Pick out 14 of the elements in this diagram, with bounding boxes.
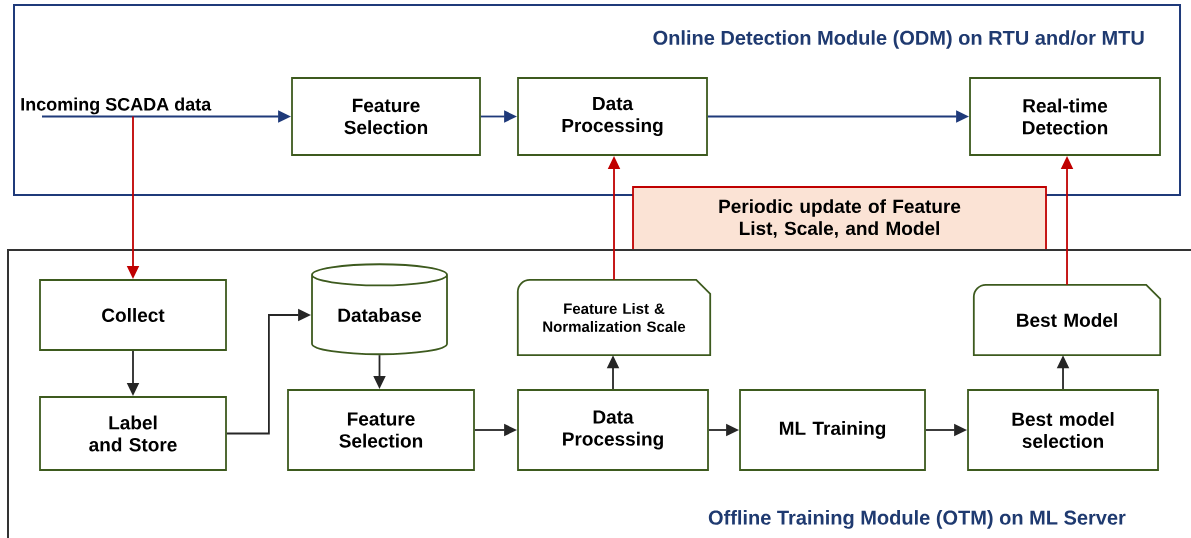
process-box: Collect: [39, 279, 227, 351]
process-box: Data Processing: [517, 389, 709, 471]
input-label: Incoming SCADA data: [21, 97, 212, 115]
process-box: Real-time Detection: [969, 77, 1161, 156]
process-box: Feature Selection: [291, 77, 481, 156]
process-box: ML Training: [739, 389, 926, 471]
database-cylinder: Database: [311, 263, 448, 356]
process-box: Feature Selection: [287, 389, 475, 471]
note-box: Periodic update of Feature List, Scale, and Model: [632, 186, 1047, 251]
document-box: Feature List & Normalization Scale: [516, 278, 712, 357]
process-box: Label and Store: [39, 396, 227, 471]
process-box: Best model selection: [967, 389, 1159, 471]
process-box: Data Processing: [517, 77, 708, 156]
document-box: Best Model: [972, 283, 1162, 357]
